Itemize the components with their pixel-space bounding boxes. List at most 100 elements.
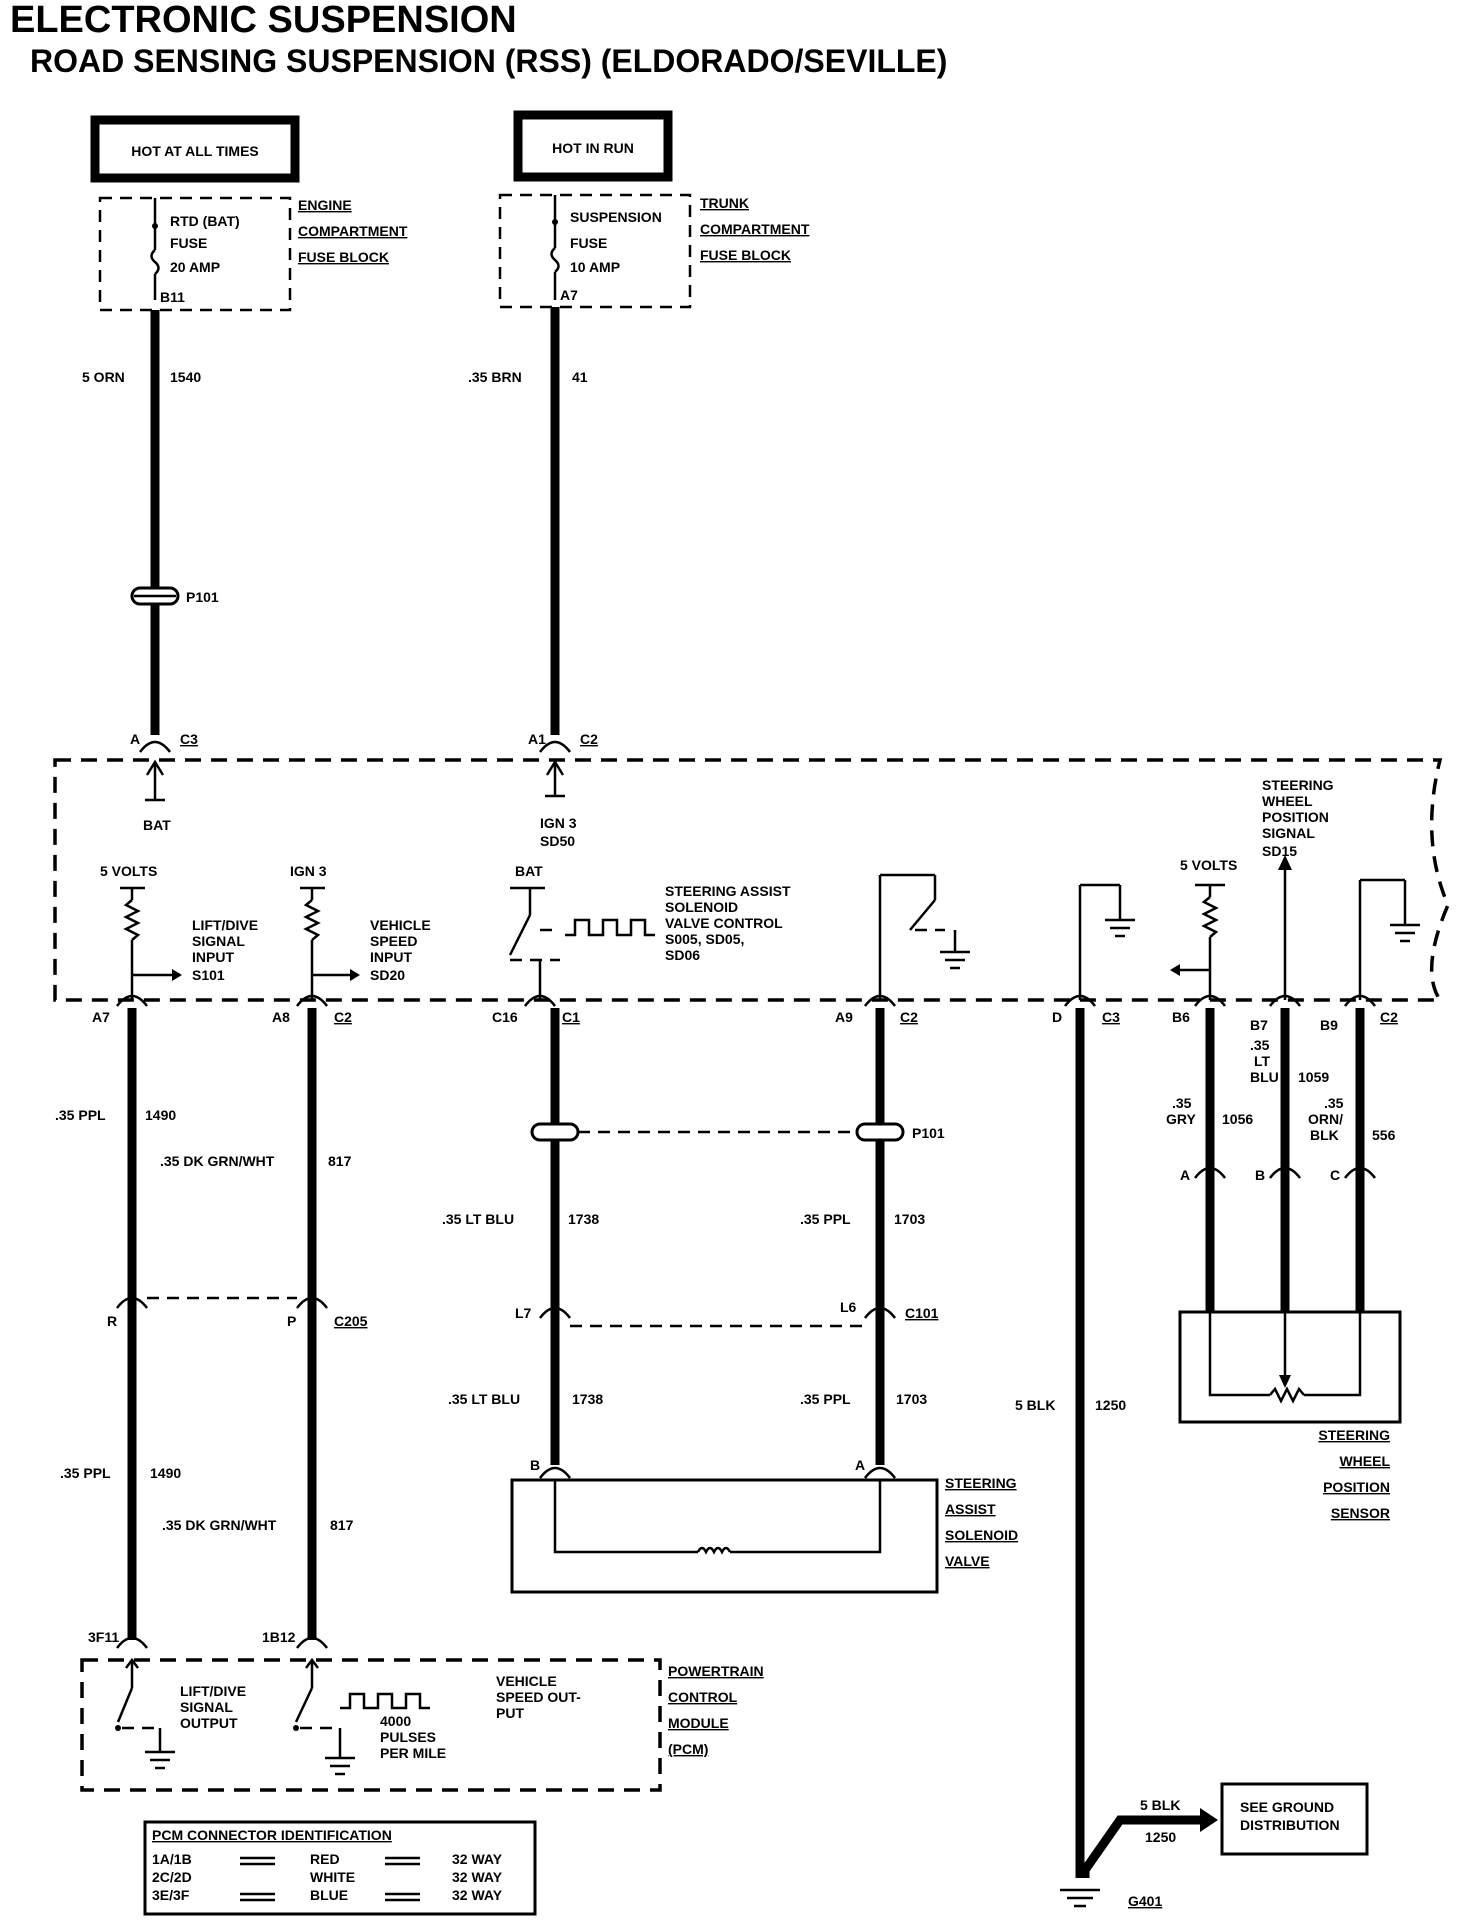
pullup-resistor-2 [303,899,321,941]
wire-1738-circuit-top: 1738 [568,1211,599,1227]
steering-assist-5: SD06 [665,947,700,963]
wire-1056-gauge-2: GRY [1166,1111,1196,1127]
pullup-resistor-1 [123,899,141,941]
pcm-lift-dive-switch [116,1687,134,1723]
c205-label: C205 [334,1313,368,1329]
wire-1059-circuit: 1059 [1298,1069,1329,1085]
pcm-label-3: MODULE [668,1715,729,1731]
pcm-row1-ways: 32 WAY [452,1851,503,1867]
module-bottom-connectors [116,994,1376,1007]
steering-assist-driver-switch [508,914,532,956]
wire-1250-branch [1080,1815,1200,1878]
pcm-pulses-2: PULSES [380,1729,436,1745]
wire-1059-gauge-3: BLU [1250,1069,1279,1085]
c205-pin-r: R [107,1313,117,1329]
pcm-row1-id: 1A/1B [152,1851,192,1867]
vehicle-speed-input-3: INPUT [370,949,412,965]
valve-pin-a: A [855,1457,865,1473]
wire-1490-circuit-bot: 1490 [150,1465,181,1481]
fuse2-terminal: A7 [560,287,578,303]
pcm-label-1: POWERTRAIN [668,1663,764,1679]
fuse1-name: RTD (BAT) [170,213,240,229]
solenoid-coil-symbol [696,1546,732,1555]
module-ign3-label: IGN 3 [540,815,577,831]
module-ign3-sd: SD50 [540,833,575,849]
wire-1490-gauge-bot: .35 PPL [60,1465,111,1481]
engine-block-label-3: FUSE BLOCK [298,249,389,265]
swp-signal-2: WHEEL [1262,793,1313,809]
vehicle-speed-input-4: SD20 [370,967,405,983]
wire-556-circuit: 556 [1372,1127,1396,1143]
fuse2-rating: 10 AMP [570,259,620,275]
conn-d-c3: C3 [1102,1009,1120,1025]
wire-1738-gauge-top: .35 LT BLU [442,1211,514,1227]
wire-1059-gauge-2: LT [1254,1053,1271,1069]
diagram-subtitle: ROAD SENSING SUSPENSION (RSS) (ELDORADO/… [30,43,947,79]
wire-1059-gauge-1: .35 [1250,1037,1270,1053]
steering-assist-2: SOLENOID [665,899,738,915]
bat2-label: BAT [515,863,543,879]
steering-wheel-position-sensor [1178,1310,1402,1424]
pcm-row3-ways: 32 WAY [452,1887,503,1903]
valve-label-2: ASSIST [945,1501,996,1517]
sensor-pin-b: B [1255,1167,1265,1183]
sensor-pin-a: A [1180,1167,1190,1183]
c101-label: C101 [905,1305,939,1321]
five-volts-label-1: 5 VOLTS [100,863,157,879]
fuse1-rating: 20 AMP [170,259,220,275]
pin-a9: A9 [835,1009,853,1025]
pin-d: D [1052,1009,1062,1025]
conn-c2-a1-pin: A1 [528,731,546,747]
valve-label-4: VALVE [945,1553,990,1569]
wire-41-gauge: .35 BRN [468,369,522,385]
pin-a8: A8 [272,1009,290,1025]
wire-1250-circuit: 1250 [1095,1397,1126,1413]
conn-a8-c2: C2 [334,1009,352,1025]
hot-at-all-times-box [90,115,300,183]
lift-dive-input-1: LIFT/DIVE [192,917,258,933]
hot-in-run-box [513,110,673,182]
wire-1250-branch-circuit: 1250 [1145,1829,1176,1845]
wire-1738-circuit-bot: 1738 [572,1391,603,1407]
ground-dist-label-2: DISTRIBUTION [1240,1817,1340,1833]
pcm-pulses-3: PER MILE [380,1745,446,1761]
steering-assist-1: STEERING ASSIST [665,883,791,899]
swp-signal-5: SD15 [1262,843,1297,859]
lift-dive-input-2: SIGNAL [192,933,245,949]
c101-pin-l6: L6 [840,1299,857,1315]
engine-block-label-2: COMPARTMENT [298,223,408,239]
pcm-row1-color: RED [310,1851,340,1867]
wire-817-circuit-top: 817 [328,1153,352,1169]
pcm-pin-1b12: 1B12 [262,1629,296,1645]
pin-b7: B7 [1250,1017,1268,1033]
conn-c3-pin: A [130,731,140,747]
engine-block-label-1: ENGINE [298,197,352,213]
valve-pin-b: B [530,1457,540,1473]
pin-a7: A7 [92,1009,110,1025]
pcm-pulses-1: 4000 [380,1713,411,1729]
wire-1250-gauge: 5 BLK [1015,1397,1055,1413]
trunk-fuse-block-outline [498,193,692,309]
hot-in-run-label: HOT IN RUN [552,140,634,156]
pcm-lift-2: SIGNAL [180,1699,233,1715]
pcm-row2-color: WHITE [310,1869,355,1885]
pcm-row3-id: 3E/3F [152,1887,190,1903]
pin-b9: B9 [1320,1017,1338,1033]
conn-b9-c2: C2 [1380,1009,1398,1025]
pcm-lift-3: OUTPUT [180,1715,238,1731]
five-volts-label-2: 5 VOLTS [1180,857,1237,873]
pcm-table-row: 1A/1B RED 32 WAY [152,1851,503,1867]
wire-1540-circuit: 1540 [170,369,201,385]
sensor-label-2: WHEEL [1339,1453,1390,1469]
fuse2-type: FUSE [570,235,607,251]
pcm-row2-id: 2C/2D [152,1869,192,1885]
c101-pin-l7: L7 [515,1305,532,1321]
pcm-speed-1: VEHICLE [496,1673,557,1689]
see-ground-distribution-box [1220,1782,1369,1856]
ground-dist-label-1: SEE GROUND [1240,1799,1334,1815]
p101-inline-connector-2 [855,1122,905,1142]
valve-label-3: SOLENOID [945,1527,1018,1543]
wire-1490-gauge-top: .35 PPL [55,1107,106,1123]
wire-1703-gauge-top: .35 PPL [800,1211,851,1227]
fuse2-name: SUSPENSION [570,209,662,225]
